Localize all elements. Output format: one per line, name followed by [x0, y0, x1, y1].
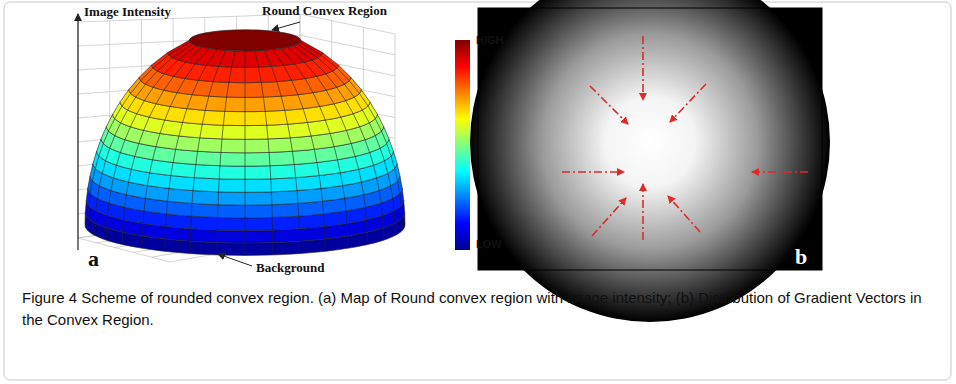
meridian-line — [245, 51, 246, 256]
meridian-line — [217, 51, 235, 255]
meridian-line — [293, 46, 383, 241]
gradient-arrow — [562, 171, 624, 173]
gradient-arrow — [668, 196, 700, 232]
figure-caption: Figure 4 Scheme of rounded convex region… — [22, 287, 922, 331]
region-label: Background — [256, 260, 324, 276]
gradient-arrows — [562, 36, 808, 240]
axis-label: Image Intensity — [84, 4, 171, 20]
scale-label: HIGH — [476, 34, 504, 46]
meridian-line — [300, 42, 403, 230]
gradient-arrow — [590, 86, 628, 124]
meridian-line — [165, 50, 217, 252]
leader-line — [218, 254, 252, 266]
meridian-line — [288, 47, 368, 244]
hemisphere — [85, 30, 405, 256]
meridian-line — [255, 51, 273, 255]
intensity-axis — [77, 14, 78, 250]
panel-letter: a — [88, 246, 99, 272]
meridian-line — [95, 44, 193, 236]
gradient-arrow — [592, 198, 626, 236]
gradient-arrow — [642, 184, 644, 240]
top-cap — [189, 30, 300, 51]
gradient-arrow — [670, 84, 706, 122]
intensity-glow — [470, 0, 830, 322]
meridian-line — [106, 46, 196, 241]
region-label: Round Convex Region — [262, 3, 387, 19]
scale-label: LOW — [476, 238, 502, 250]
color-bar — [455, 40, 470, 250]
meridian-line — [190, 50, 226, 253]
panel-clip — [478, 8, 822, 270]
meridian-line — [87, 42, 190, 230]
panel-letter: b — [795, 244, 807, 270]
leader-line — [272, 22, 300, 30]
image-border — [478, 8, 822, 270]
gradient-arrow — [642, 36, 644, 100]
meridian-line — [122, 47, 202, 244]
meridian-line — [142, 48, 209, 248]
gradient-arrow — [752, 171, 808, 173]
